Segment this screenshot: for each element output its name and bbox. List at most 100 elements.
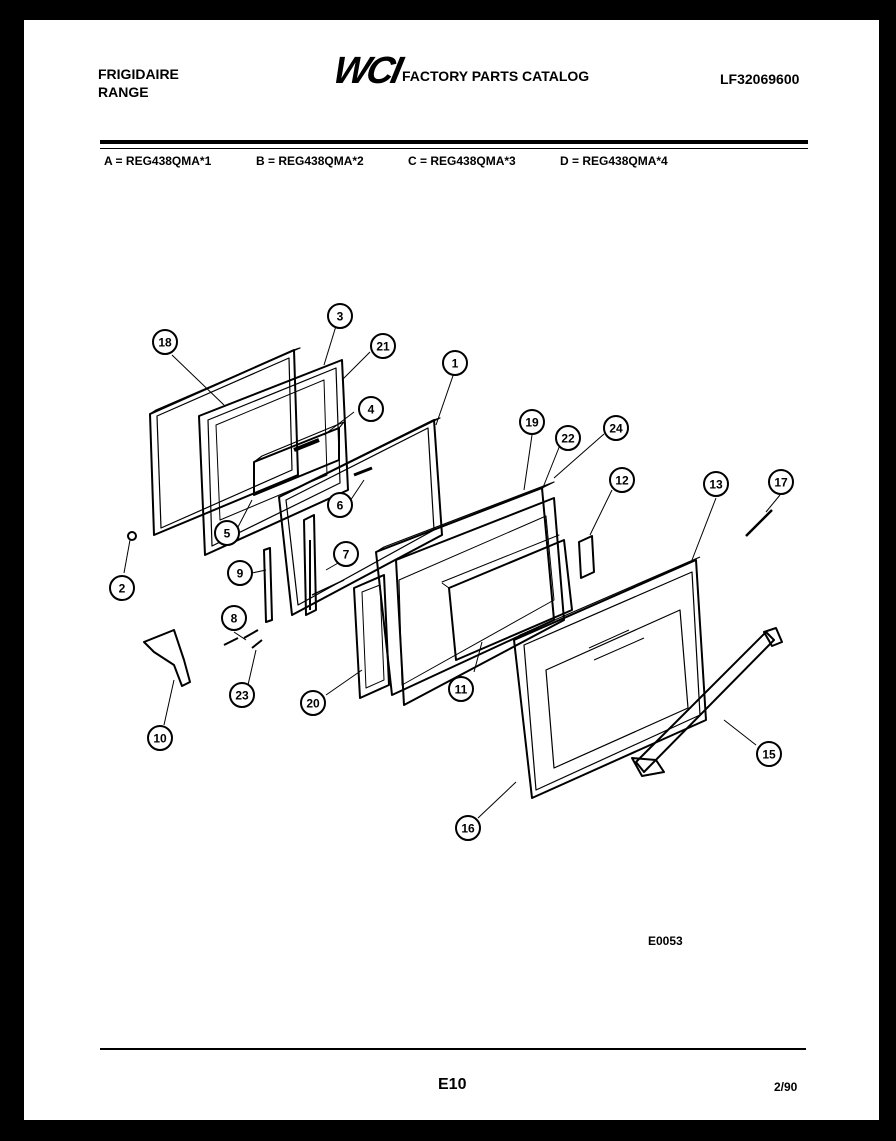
callout-label: 13 [709, 478, 723, 492]
callout-label: 10 [153, 732, 167, 746]
hinge-pieces [303, 466, 373, 616]
leader-22 [541, 444, 561, 491]
brand-name: FRIGIDAIRE [98, 66, 179, 82]
vent-assembly [253, 421, 345, 496]
callout-circle [229, 682, 255, 708]
model-d: D = REG438QMA*4 [560, 154, 668, 168]
callout-label: 8 [231, 612, 238, 626]
callout-5: 5 [214, 520, 240, 546]
callout-label: 17 [774, 476, 788, 490]
callout-circle [147, 725, 173, 751]
callout-label: 1 [452, 357, 459, 371]
leader-12 [589, 489, 613, 536]
diagram-code: E0053 [648, 934, 683, 948]
callout-1: 1 [442, 350, 468, 376]
callout-9: 9 [227, 560, 253, 586]
callout-label: 22 [561, 432, 575, 446]
callout-label: 11 [455, 683, 468, 697]
callout-label: 24 [609, 422, 623, 436]
callout-label: 7 [343, 548, 350, 562]
page-code: E10 [438, 1076, 467, 1093]
header-rule-thin [100, 148, 808, 149]
callout-24: 24 [603, 415, 629, 441]
callout-label: 2 [119, 582, 126, 596]
callout-circle [768, 469, 794, 495]
leader-16 [477, 781, 517, 819]
callout-label: 21 [376, 340, 390, 354]
door-handle [631, 627, 783, 777]
callout-20: 20 [300, 690, 326, 716]
window-glass [441, 534, 573, 661]
outer-door-panel [375, 481, 565, 706]
callout-layer: 18 3 21 1 4 19 22 24 12 13 17 2 5 6 7 9 8 23 10 20 11 15 16 [109, 303, 794, 841]
model-c: C = REG438QMA*3 [408, 154, 516, 168]
callout-label: 23 [235, 689, 249, 703]
callout-6: 6 [327, 492, 353, 518]
leader-1 [435, 366, 457, 426]
callout-circle [603, 415, 629, 441]
callout-circle [370, 333, 396, 359]
callout-18: 18 [152, 329, 178, 355]
callout-circle [358, 396, 384, 422]
callout-circle [327, 492, 353, 518]
door-screw [127, 531, 137, 541]
revision-date: 2/90 [774, 1080, 798, 1094]
door-glass-frame [513, 556, 707, 799]
callout-circle [221, 605, 247, 631]
leader-18 [171, 354, 225, 406]
callout-circle [227, 560, 253, 586]
parts-catalog-sheet: FRIGIDAIRE RANGE WCI FACTORY PARTS CATAL… [24, 20, 879, 1120]
callout-4: 4 [358, 396, 384, 422]
callout-3: 3 [327, 303, 353, 329]
callout-circle [756, 741, 782, 767]
catalog-title: FACTORY PARTS CATALOG [402, 68, 590, 84]
callout-21: 21 [370, 333, 396, 359]
callout-15: 15 [756, 741, 782, 767]
footer-rule [100, 1048, 806, 1050]
door-hinge [143, 629, 191, 687]
leader-5 [237, 499, 253, 528]
leader-3 [323, 325, 337, 366]
callout-circle [442, 350, 468, 376]
header-rule [100, 140, 808, 144]
callout-11: 11 [448, 676, 474, 702]
leader-8 [233, 631, 247, 641]
appliance-type: RANGE [98, 84, 149, 100]
leader-13 [691, 497, 717, 561]
callout-12: 12 [609, 467, 635, 493]
callout-label: 16 [461, 822, 475, 836]
callout-22: 22 [555, 425, 581, 451]
callout-23: 23 [229, 682, 255, 708]
callout-16: 16 [455, 815, 481, 841]
callout-19: 19 [519, 409, 545, 435]
door-liner [198, 359, 349, 556]
leader-6 [349, 479, 365, 502]
callout-circle [455, 815, 481, 841]
callout-label: 5 [224, 527, 231, 541]
model-a: A = REG438QMA*1 [104, 154, 212, 168]
leader-19 [523, 434, 533, 491]
leader-17 [765, 494, 781, 513]
callout-circle [555, 425, 581, 451]
model-b: B = REG438QMA*2 [256, 154, 364, 168]
callout-circle [214, 520, 240, 546]
leader-20 [325, 669, 363, 696]
callout-label: 3 [337, 310, 344, 324]
leader-21 [341, 351, 371, 381]
callout-circle [703, 471, 729, 497]
screws [223, 629, 263, 649]
leader-23 [247, 649, 257, 686]
callout-label: 15 [762, 748, 776, 762]
callout-7: 7 [333, 541, 359, 567]
callout-circle [109, 575, 135, 601]
callout-label: 9 [237, 567, 244, 581]
catalog-number: LF32069600 [720, 71, 800, 87]
callout-13: 13 [703, 471, 729, 497]
leader-4 [323, 411, 355, 436]
leader-9 [251, 569, 267, 574]
callout-circle [300, 690, 326, 716]
callout-17: 17 [768, 469, 794, 495]
callout-label: 18 [158, 336, 172, 350]
leader-15 [723, 719, 757, 746]
leader-10 [163, 679, 175, 726]
